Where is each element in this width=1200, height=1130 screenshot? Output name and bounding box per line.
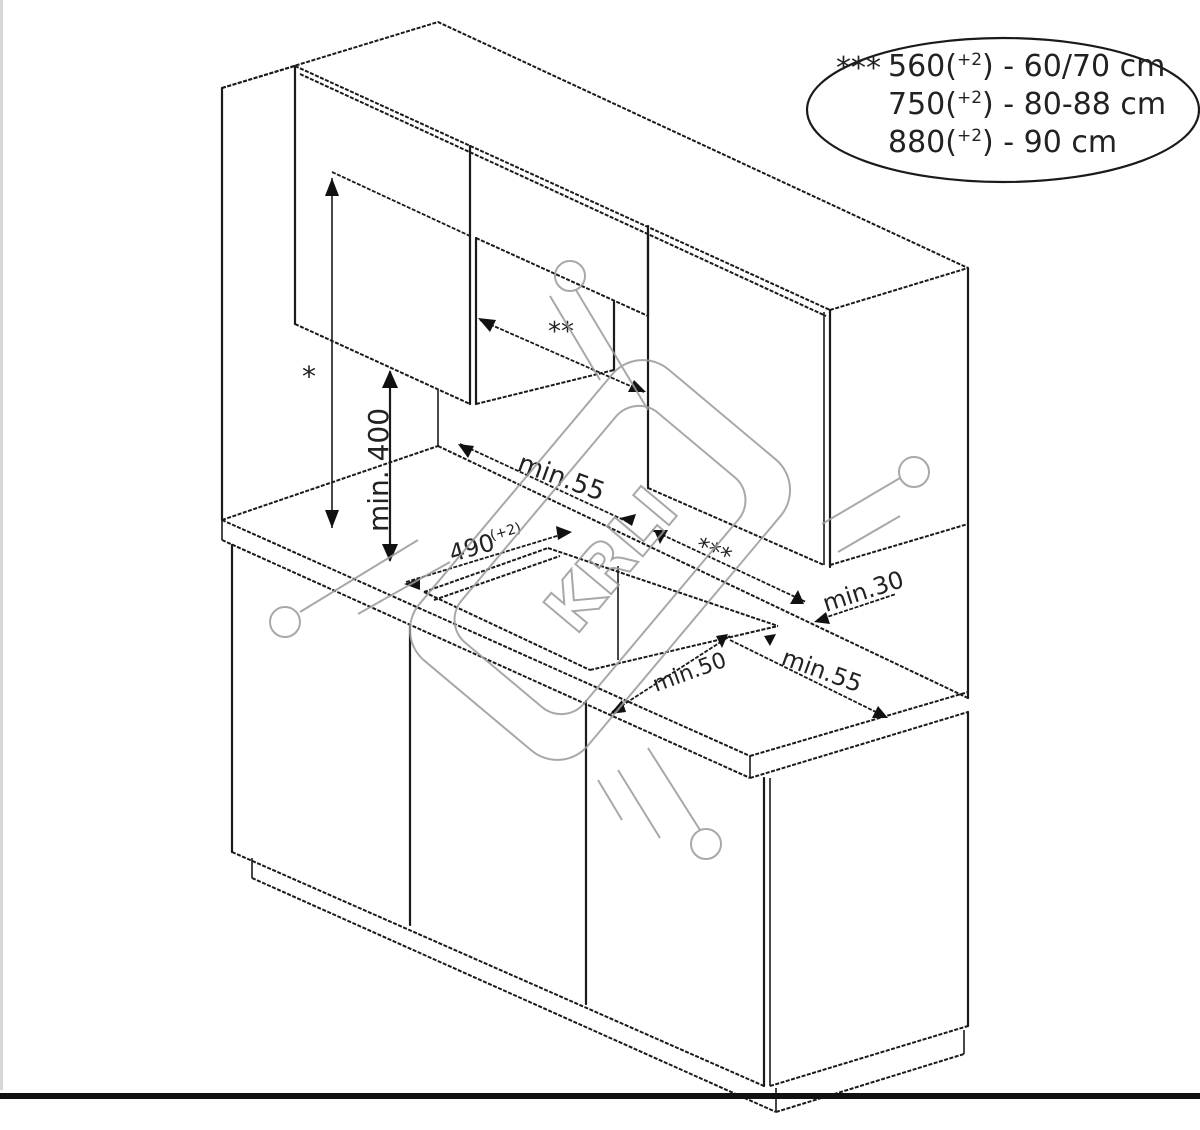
dim-back-min55-arrow-right (620, 514, 636, 526)
dim-hood-width-line (479, 319, 645, 393)
watermark-trace-bottom-2 (617, 769, 661, 839)
label-back-distance: min.55 (514, 448, 609, 507)
dim-min400-arrow-top (382, 370, 398, 388)
watermark-text: KRLI (531, 474, 693, 647)
dim-side-min55-line (729, 639, 885, 717)
dim-cutout-width-line (651, 529, 807, 603)
legend-line-1-value: 560 (888, 49, 945, 84)
dim-star-arrow-bottom (325, 510, 339, 528)
worktop-back-edge (437, 445, 969, 699)
upper-front-top-edge-2 (299, 73, 827, 317)
dim-back-min55-line (459, 443, 629, 523)
cutout-back-edge (547, 547, 779, 627)
legend-line-3-value: 880 (888, 125, 945, 160)
dim-min30-arrow (814, 612, 830, 624)
legend-line-3: 880(+2) - 90 cm (888, 125, 1117, 160)
upper-right-top-edge (829, 267, 969, 311)
upper-left-door-bottom (294, 323, 471, 405)
watermark-node-top (554, 260, 586, 292)
worktop-right-bottom-edge (749, 711, 969, 779)
label-side-clearance-bottom: min.55 (778, 643, 866, 698)
dim-min30-line (817, 593, 897, 621)
worktop-right-top-edge (749, 691, 969, 757)
legend-line-1-tolerance: +2 (957, 50, 982, 70)
base-doors-bottom (231, 851, 765, 1087)
upper-right-door-bottom (647, 487, 825, 566)
legend-line-2-tolerance: +2 (957, 88, 982, 108)
dim-hood-arrow-left (478, 318, 496, 332)
label-front-distance: min.50 (650, 648, 730, 698)
legend-line-3-tolerance: +2 (957, 126, 982, 146)
watermark-trace-top (575, 289, 649, 411)
upper-top-left-edge (221, 65, 296, 89)
legend-line-1-suffix: - 60/70 cm (1003, 49, 1165, 84)
base-cabinets (230, 543, 970, 1113)
legend-note: *** 560(+2) - 60/70 cm 750(+2) - 80-88 c… (805, 36, 1200, 184)
worktop-front-top-edge (221, 519, 751, 757)
dim-star-arrow-top (325, 178, 339, 196)
dim-side-min55-arrow-top (764, 634, 776, 646)
dim-cutout-width-arrow-left (654, 530, 668, 544)
cutout-front-edge (423, 591, 591, 671)
dim-star-ref (331, 171, 471, 237)
dim-490-arrow-right (556, 526, 572, 540)
watermark-trace-top-2 (549, 295, 601, 381)
legend-line-2-suffix: - 80-88 cm (1003, 87, 1166, 122)
watermark-node-bottom (690, 828, 722, 860)
watermark-frame-outer (408, 359, 792, 761)
plinth-side (775, 1053, 965, 1113)
bottom-border (0, 1093, 1200, 1099)
dim-min50-arrow-top (716, 634, 728, 648)
watermark-node-left (269, 606, 301, 638)
watermark-trace-bottom (647, 747, 701, 831)
label-hood-width-marker: ** (548, 317, 574, 347)
cutout-right-edge (589, 625, 779, 671)
upper-right-bottom-edge (829, 523, 969, 566)
legend-line-2-value: 750 (888, 87, 945, 122)
left-page-edge (0, 0, 3, 1090)
legend-line-3-suffix: - 90 cm (1003, 125, 1117, 160)
label-cabinet-height-marker: * (302, 360, 316, 393)
hood-inner-bottom (475, 369, 615, 405)
cutout-left-edge-inner (433, 555, 561, 601)
watermark-trace-bottom-3 (597, 779, 623, 821)
label-hood-clearance: min. 400 (362, 408, 395, 532)
base-side-bottom (769, 1025, 969, 1087)
watermark-node-right (898, 456, 930, 488)
watermark-trace-right (821, 477, 901, 525)
watermark-trace-left-2 (357, 561, 451, 615)
dim-back-min55-arrow-left (458, 444, 474, 458)
legend-ellipse (805, 36, 1200, 184)
label-side-clearance-top: min.30 (819, 565, 907, 617)
hood-cabinet-bottom (475, 237, 649, 317)
dim-side-min55-arrow-right (872, 706, 888, 718)
dim-min400-arrow-bottom (382, 544, 398, 562)
watermark-trace-right-2 (837, 515, 901, 553)
legend-marker: *** (836, 51, 881, 86)
legend-line-1: 560(+2) - 60/70 cm (888, 49, 1165, 84)
watermark-frame-inner (453, 404, 747, 716)
upper-front-top-edge (294, 65, 831, 311)
upper-wall-cabinets (220, 20, 970, 700)
legend-line-2: 750(+2) - 80-88 cm (888, 87, 1166, 122)
dimension-lines (325, 171, 897, 718)
dim-490-line (405, 531, 571, 583)
back-wall-base (221, 445, 439, 521)
plinth-front (251, 877, 777, 1113)
dim-min50-line (611, 635, 731, 713)
watermark-trace-left (299, 539, 419, 613)
dim-cutout-width-arrow-right (790, 590, 804, 604)
